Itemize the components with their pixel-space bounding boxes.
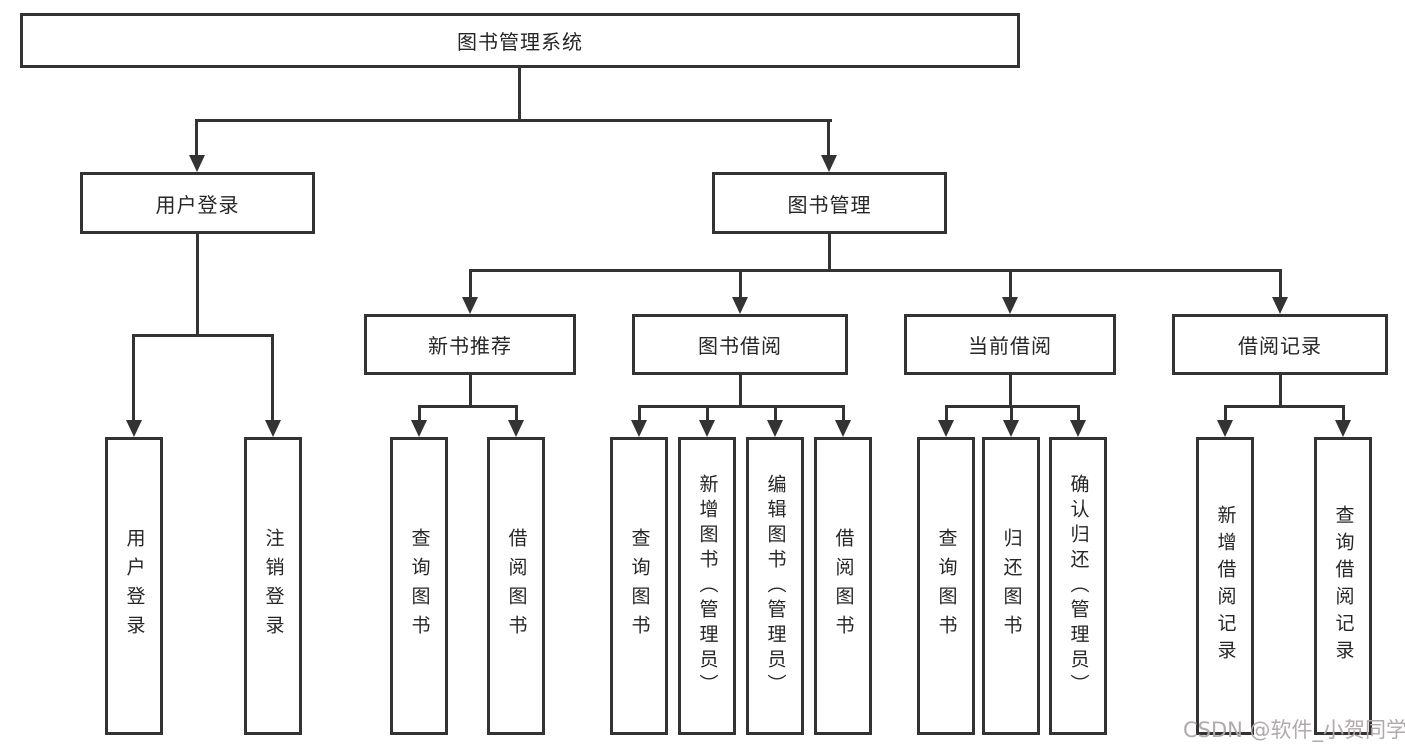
leaf-add-borrow-record-label: 新增借阅记录 [1214,505,1237,667]
node-new-book-recommend-label: 新书推荐 [428,334,512,358]
leaf-add-books-admin: 新增图书（管理员） [678,437,736,735]
connector-level3-stem [1279,269,1282,300]
connector-split [418,405,518,408]
arrow-down-icon [1335,420,1351,437]
connector-user-login-down [196,234,199,336]
arrow-down-icon [767,420,783,437]
node-book-management: 图书管理 [712,172,947,234]
node-current-borrow-label: 当前借阅 [968,334,1052,358]
leaf-borrow-books-label: 借阅图书 [832,528,855,644]
connector-leaf-stem [774,405,777,422]
leaf-add-books-admin-label: 新增图书（管理员） [696,473,719,699]
arrow-down-icon [821,155,837,172]
connector-leaf-stem [418,405,421,422]
arrow-down-icon [411,420,427,437]
connector-leaf-stem [638,405,641,422]
connector-book-management-stem [827,119,830,158]
leaf-borrow-query-books: 查询图书 [610,437,668,735]
leaf-return-books: 归还图书 [982,437,1040,735]
leaf-query-borrow-record-label: 查询借阅记录 [1332,505,1355,667]
leaf-return-books-label: 归还图书 [1000,528,1023,644]
leaf-recommend-query-books-label: 查询图书 [408,528,431,644]
connector-leaf-stem [706,405,709,422]
connector-user-login-stem [195,119,198,158]
connector-down [1279,375,1282,408]
leaf-current-query-books-label: 查询图书 [935,528,958,644]
connector-root-stem [518,68,521,120]
arrow-down-icon [938,420,954,437]
csdn-watermark: CSDN @软件_小贺同学 [1183,718,1405,742]
leaf-recommend-borrow-books-label: 借阅图书 [505,528,528,644]
connector-down [469,375,472,408]
connector-level3-stem [1009,269,1012,300]
arrow-down-icon [265,420,281,437]
connector-user-login-split [133,334,274,337]
connector-book-management-down [828,234,831,272]
arrow-down-icon [508,420,524,437]
leaf-logout-label: 注销登录 [262,528,285,644]
connector-leaf-stem [132,334,135,422]
arrow-down-icon [732,297,748,314]
connector-split [1224,405,1344,408]
node-book-borrow-label: 图书借阅 [698,334,782,358]
leaf-borrow-query-books-label: 查询图书 [628,528,651,644]
node-library-system: 图书管理系统 [20,13,1020,68]
node-borrow-records-label: 借阅记录 [1238,334,1322,358]
connector-leaf-stem [1010,405,1013,422]
node-current-borrow: 当前借阅 [904,314,1116,375]
connector-down [739,375,742,408]
leaf-current-query-books: 查询图书 [917,437,975,735]
leaf-recommend-query-books: 查询图书 [390,437,448,735]
arrow-down-icon [1272,297,1288,314]
node-library-system-label: 图书管理系统 [457,30,583,54]
leaf-confirm-return-admin-label: 确认归还（管理员） [1067,473,1090,699]
arrow-down-icon [835,420,851,437]
leaf-edit-books-admin: 编辑图书（管理员） [746,437,804,735]
arrow-down-icon [462,297,478,314]
connector-split [638,405,844,408]
arrow-down-icon [1217,420,1233,437]
connector-leaf-stem [945,405,948,422]
node-user-login: 用户登录 [80,172,315,234]
leaf-user-login-label: 用户登录 [123,528,146,644]
leaf-recommend-borrow-books: 借阅图书 [487,437,545,735]
connector-leaf-stem [1342,405,1345,422]
leaf-edit-books-admin-label: 编辑图书（管理员） [764,473,787,699]
node-book-borrow: 图书借阅 [632,314,848,375]
arrow-down-icon [126,420,142,437]
arrow-down-icon [1002,297,1018,314]
connector-level3-stem [469,269,472,300]
arrow-down-icon [699,420,715,437]
connector-leaf-stem [1224,405,1227,422]
node-new-book-recommend: 新书推荐 [364,314,576,375]
arrow-down-icon [189,155,205,172]
connector-leaf-stem [1077,405,1080,422]
node-user-login-label: 用户登录 [155,192,240,217]
arrow-down-icon [631,420,647,437]
connector-level3-split [469,269,1281,272]
node-borrow-records: 借阅记录 [1172,314,1388,375]
connector-down [1009,375,1012,408]
leaf-borrow-books: 借阅图书 [814,437,872,735]
leaf-logout: 注销登录 [244,437,302,735]
leaf-query-borrow-record: 查询借阅记录 [1314,437,1372,735]
connector-leaf-stem [842,405,845,422]
node-book-management-label: 图书管理 [787,192,872,217]
leaf-confirm-return-admin: 确认归还（管理员） [1049,437,1107,735]
leaf-user-login: 用户登录 [105,437,163,735]
connector-leaf-stem [271,334,274,422]
connector-level3-stem [739,269,742,300]
arrow-down-icon [1003,420,1019,437]
leaf-add-borrow-record: 新增借阅记录 [1196,437,1254,735]
connector-leaf-stem [515,405,518,422]
connector-root-split [196,119,832,122]
arrow-down-icon [1070,420,1086,437]
